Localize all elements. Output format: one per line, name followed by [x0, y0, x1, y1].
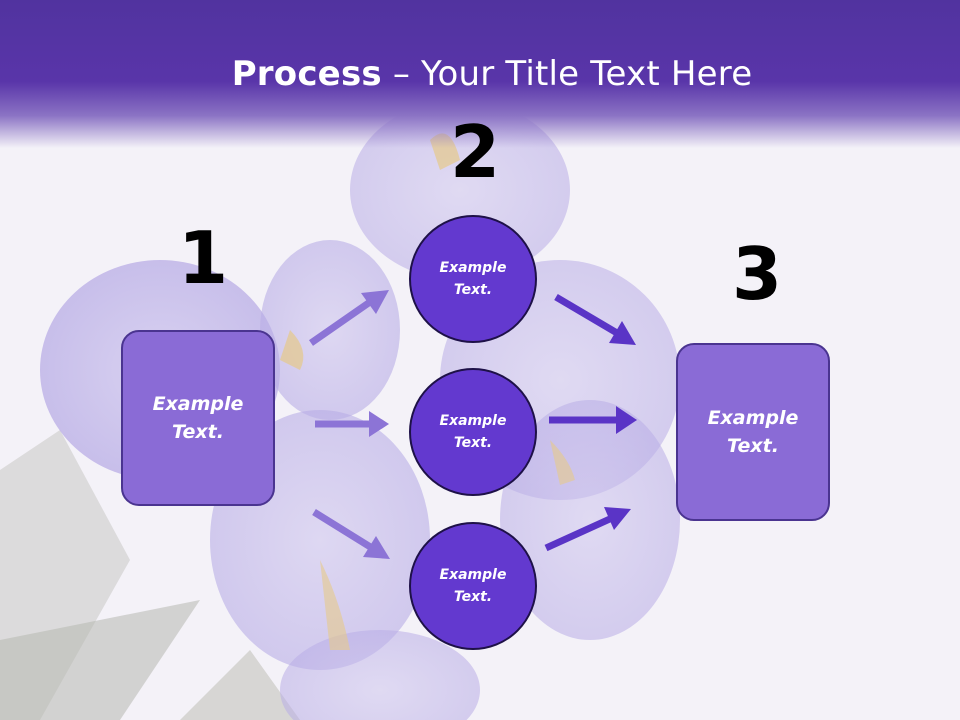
right-box: Example Text. [676, 343, 830, 521]
circle-top-text: Example Text. [439, 259, 507, 298]
right-box-text: Example Text. [707, 406, 799, 458]
step-number-2: 2 [450, 110, 501, 194]
title-rest: – Your Title Text Here [381, 54, 753, 94]
circle-middle-text: Example Text. [439, 412, 507, 451]
step-number-1: 1 [178, 216, 229, 300]
slide-title: Process – Your Title Text Here [0, 54, 960, 94]
circle-bottom-text: Example Text. [439, 566, 507, 605]
left-box-text: Example Text. [152, 392, 244, 444]
left-box: Example Text. [121, 330, 275, 506]
circle-bottom: Example Text. [409, 522, 537, 650]
title-banner [0, 0, 960, 148]
circle-middle: Example Text. [409, 368, 537, 496]
title-bold: Process [231, 54, 382, 94]
circle-top: Example Text. [409, 215, 537, 343]
step-number-3: 3 [732, 232, 783, 316]
